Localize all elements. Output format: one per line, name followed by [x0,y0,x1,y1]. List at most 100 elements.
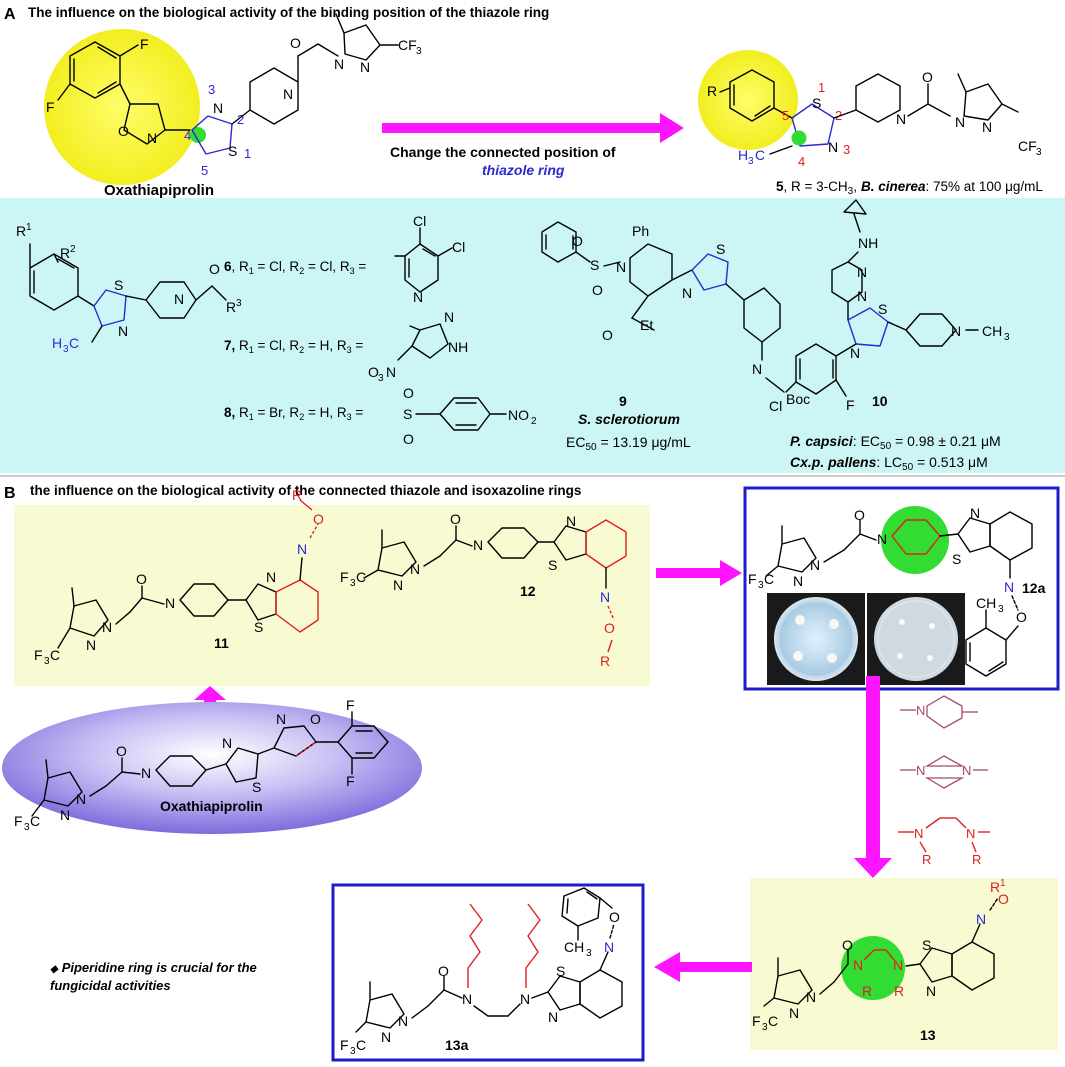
svg-text:O: O [854,507,865,523]
compound-8-caption: 8, R1 = Br, R2 = H, R3 = [224,405,363,422]
svg-text:S: S [952,551,961,567]
svg-text:N: N [616,259,626,275]
svg-text:3: 3 [843,142,850,157]
svg-text:C: C [69,335,79,351]
svg-text:3: 3 [1036,147,1042,158]
svg-text:F: F [140,36,149,52]
oxathiapiprolin-label-bottom: Oxathiapiprolin [160,798,263,814]
svg-text:C: C [755,147,765,163]
svg-text:N: N [141,765,151,781]
down-arrow-icon [854,676,892,878]
svg-text:N: N [828,139,838,155]
svg-text:N: N [853,957,863,973]
svg-text:N: N [566,513,576,529]
svg-text:N: N [222,735,232,751]
svg-text:O: O [403,385,414,401]
oxathiapiprolin-structure-top: F F O N Oxathiapiprolin N S 3 2 1 5 4 N … [44,13,422,199]
svg-text:N: N [789,1005,799,1021]
oxathiapiprolin-label: Oxathiapiprolin [104,182,214,199]
svg-text:3: 3 [586,948,592,959]
svg-text:N: N [966,826,975,841]
compound-11-number: 11 [214,635,229,651]
svg-text:N: N [955,114,965,130]
svg-text:R: R [972,852,981,867]
compound-12a-structure: N N F 3 C O N N S N O CH 3 [748,505,1033,677]
svg-text:Cl: Cl [769,398,782,414]
svg-text:N: N [604,939,614,955]
svg-text:N: N [393,577,403,593]
compound-11-structure: N N F 3 C O N N S N O R [34,487,324,667]
svg-text:N: N [850,345,860,361]
compound-10-activity-1: P. capsici: EC50 = 0.98 ± 0.21 μM [790,433,1001,452]
panel-b-title: the influence on the biological activity… [30,483,581,498]
svg-text:F: F [340,1037,349,1053]
svg-text:Boc: Boc [786,391,810,407]
compound-5-structure: R S N 1 2 3 4 5 H 3 C N O N N CF 3 [698,50,1042,169]
svg-text:N: N [857,264,867,280]
svg-text:N: N [916,703,925,718]
svg-text:O: O [842,937,853,953]
svg-text:N: N [76,791,86,807]
svg-text:N: N [381,1029,391,1045]
svg-text:CF: CF [398,37,417,53]
petri-dish-image [767,593,965,685]
svg-text:O: O [572,233,583,249]
svg-text:N: N [962,763,971,778]
svg-text:3: 3 [1004,332,1010,343]
svg-text:N: N [982,119,992,135]
svg-text:Cl: Cl [452,239,465,255]
compound-9-pathogen: S. sclerotiorum [578,411,680,427]
svg-text:N: N [793,573,803,589]
yellow-highlight-circle [44,29,200,185]
svg-text:2: 2 [835,108,842,123]
svg-text:NH: NH [448,339,468,355]
svg-text:1: 1 [1000,878,1006,889]
svg-text:O: O [209,261,220,277]
svg-text:N: N [86,637,96,653]
svg-text:C: C [50,647,60,663]
panel-a-letter: A [4,6,16,23]
svg-text:O: O [1016,609,1027,625]
compound-13a-structure: N N F 3 C O N N S N N O CH 3 [340,887,623,1057]
compound-6-8-scaffold: R 1 R 2 S N H 3 C N O R 3 [16,222,242,355]
svg-text:R: R [862,983,872,999]
compound-10-activity-2: Cx.p. pallens: LC50 = 0.513 μM [790,454,988,473]
compound-6-r3-pyridine: N Cl Cl [394,213,465,305]
svg-text:F: F [346,773,355,789]
right-arrow-icon [656,560,742,586]
svg-text:S: S [254,619,263,635]
svg-text:S: S [403,406,412,422]
up-arrow-icon [194,686,226,712]
svg-text:Ph: Ph [632,223,649,239]
svg-text:R: R [60,245,70,261]
svg-text:O: O [604,620,615,636]
svg-text:N: N [520,991,530,1007]
svg-text:S: S [252,779,261,795]
svg-text:O: O [609,909,620,925]
svg-text:3: 3 [416,46,422,57]
svg-text:S: S [716,241,725,257]
svg-text:S: S [556,963,565,979]
compound-7-caption: 7, R1 = Cl, R2 = H, R3 = [224,338,363,355]
svg-text:N: N [398,1013,408,1029]
svg-text:H: H [52,335,62,351]
svg-text:N: N [916,763,925,778]
svg-text:N: N [752,361,762,377]
svg-text:Et: Et [640,317,653,333]
svg-text:N: N [147,130,157,146]
compound-13-number: 13 [920,1027,936,1043]
svg-text:N: N [413,289,423,305]
svg-text:N: N [970,505,980,521]
left-arrow-icon [654,952,752,982]
svg-text:N: N [926,983,936,999]
svg-text:3: 3 [998,604,1004,615]
svg-text:C: C [356,1037,366,1053]
svg-text:N: N [410,561,420,577]
piperidine-note-line2: fungicidal activities [50,978,171,993]
svg-text:N: N [1004,579,1014,595]
compound-13-structure: N N F 3 C O N N R R S N N O R 1 [752,878,1009,1033]
svg-text:3: 3 [350,1046,356,1057]
svg-text:F: F [346,697,355,713]
svg-text:N: N [682,285,692,301]
svg-text:5: 5 [201,163,208,178]
